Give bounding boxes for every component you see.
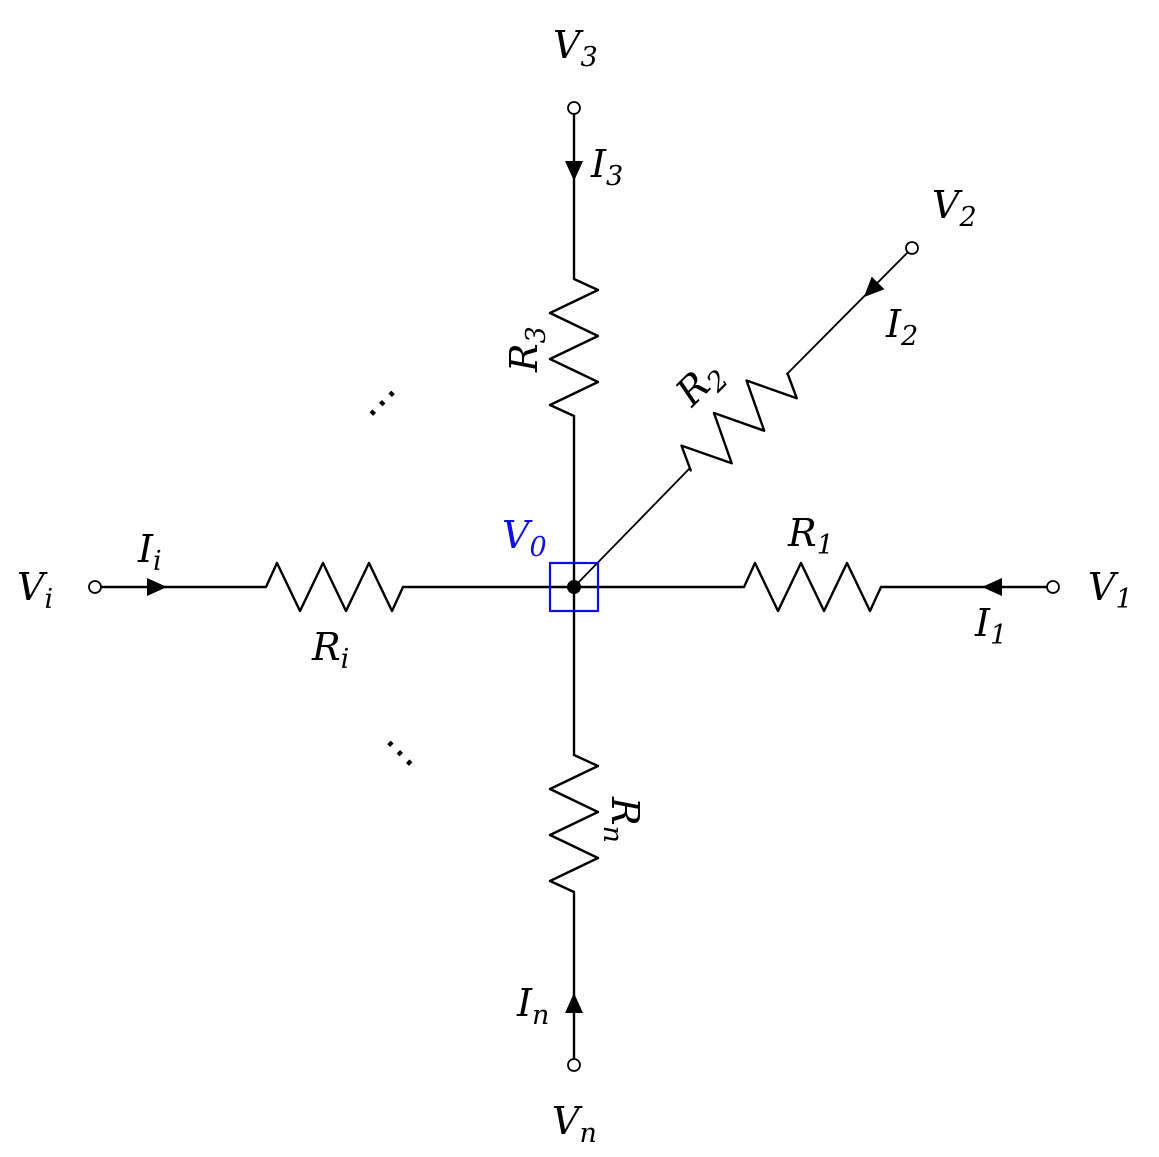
current-arrow-i1 bbox=[982, 578, 1002, 596]
node-voltage-label-v0: V0 bbox=[502, 513, 547, 563]
current-label-ii: Ii bbox=[137, 527, 162, 577]
resistor-r2 bbox=[680, 372, 798, 472]
voltage-label-vn: Vn bbox=[552, 1099, 597, 1149]
branch-3: R3 I3 V3 bbox=[502, 23, 623, 589]
branch-2: R2 I2 V2 bbox=[573, 183, 977, 588]
current-label-i1: I1 bbox=[974, 601, 1007, 651]
branch-1: R1 I1 V1 bbox=[572, 511, 1133, 651]
resistor-rn bbox=[548, 585, 600, 1067]
node-dot bbox=[567, 580, 581, 594]
wire-r2-upper bbox=[786, 247, 913, 375]
terminal-vn bbox=[567, 1058, 581, 1072]
node-highlight-box bbox=[548, 561, 600, 613]
resistor-r1 bbox=[572, 561, 1055, 613]
branch-n: Rn In Vn bbox=[516, 585, 647, 1149]
resistor-label-r1: R1 bbox=[787, 511, 834, 561]
current-arrow-i3 bbox=[565, 161, 583, 181]
resistor-label-r3: R3 bbox=[502, 326, 552, 373]
current-arrow-ii bbox=[147, 578, 167, 596]
branch-i: Ri Ii Vi bbox=[17, 527, 576, 675]
terminal-v1 bbox=[1046, 580, 1060, 594]
current-label-i2: I2 bbox=[885, 302, 918, 352]
voltage-label-v1: V1 bbox=[1088, 565, 1133, 615]
resistor-r3 bbox=[548, 106, 600, 589]
terminal-v3 bbox=[567, 101, 581, 115]
current-label-i3: I3 bbox=[590, 142, 623, 192]
ellipsis-upper: ⋯ bbox=[351, 372, 412, 433]
resistor-label-r2: R2 bbox=[667, 351, 735, 419]
current-arrow-i2 bbox=[863, 276, 885, 298]
current-arrow-in bbox=[565, 993, 583, 1013]
voltage-label-v3: V3 bbox=[553, 23, 598, 73]
voltage-label-v2: V2 bbox=[932, 183, 977, 233]
terminal-v2 bbox=[905, 241, 919, 255]
resistor-ri bbox=[93, 561, 576, 613]
ellipsis-lower: ⋯ bbox=[370, 722, 431, 783]
central-node: V0 bbox=[502, 513, 600, 613]
voltage-label-vi: Vi bbox=[17, 565, 53, 615]
resistor-label-ri: Ri bbox=[311, 625, 349, 675]
wire-r2-lower bbox=[573, 468, 690, 588]
resistor-label-rn: Rn bbox=[597, 796, 647, 843]
current-label-in: In bbox=[516, 981, 549, 1031]
terminal-vi bbox=[88, 580, 102, 594]
